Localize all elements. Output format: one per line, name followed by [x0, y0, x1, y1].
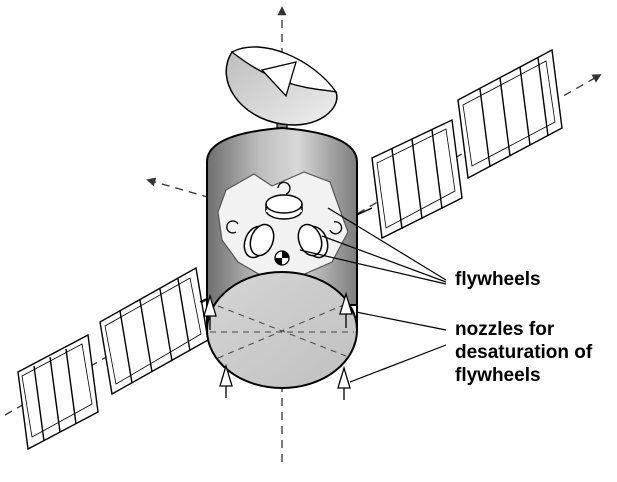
nozzles-label: nozzles for desaturation of flywheels [455, 318, 592, 387]
center-of-mass-icon [274, 250, 290, 266]
roll-axis [146, 177, 359, 241]
flywheel-right [297, 223, 329, 259]
right-solar-panel-outer [457, 48, 563, 180]
base-axes [210, 303, 354, 359]
left-solar-panel-inner [99, 266, 209, 396]
leader-lines [299, 207, 447, 383]
right-solar-panel-inner [371, 118, 463, 240]
flywheel-left [243, 223, 275, 259]
rotation-arrow-icon [226, 181, 343, 235]
flywheel-top [265, 194, 303, 220]
body-base [206, 271, 358, 389]
thruster-nozzle-icon [203, 291, 353, 400]
dish-antenna-icon [225, 46, 338, 133]
left-solar-panel-outer [17, 333, 99, 451]
nozzles-label-line3: flywheels [455, 365, 541, 386]
flywheels-label: flywheels [455, 269, 541, 290]
nozzles-label-line1: nozzles for [455, 319, 555, 340]
nozzles-label-line2: desaturation of [455, 342, 593, 363]
